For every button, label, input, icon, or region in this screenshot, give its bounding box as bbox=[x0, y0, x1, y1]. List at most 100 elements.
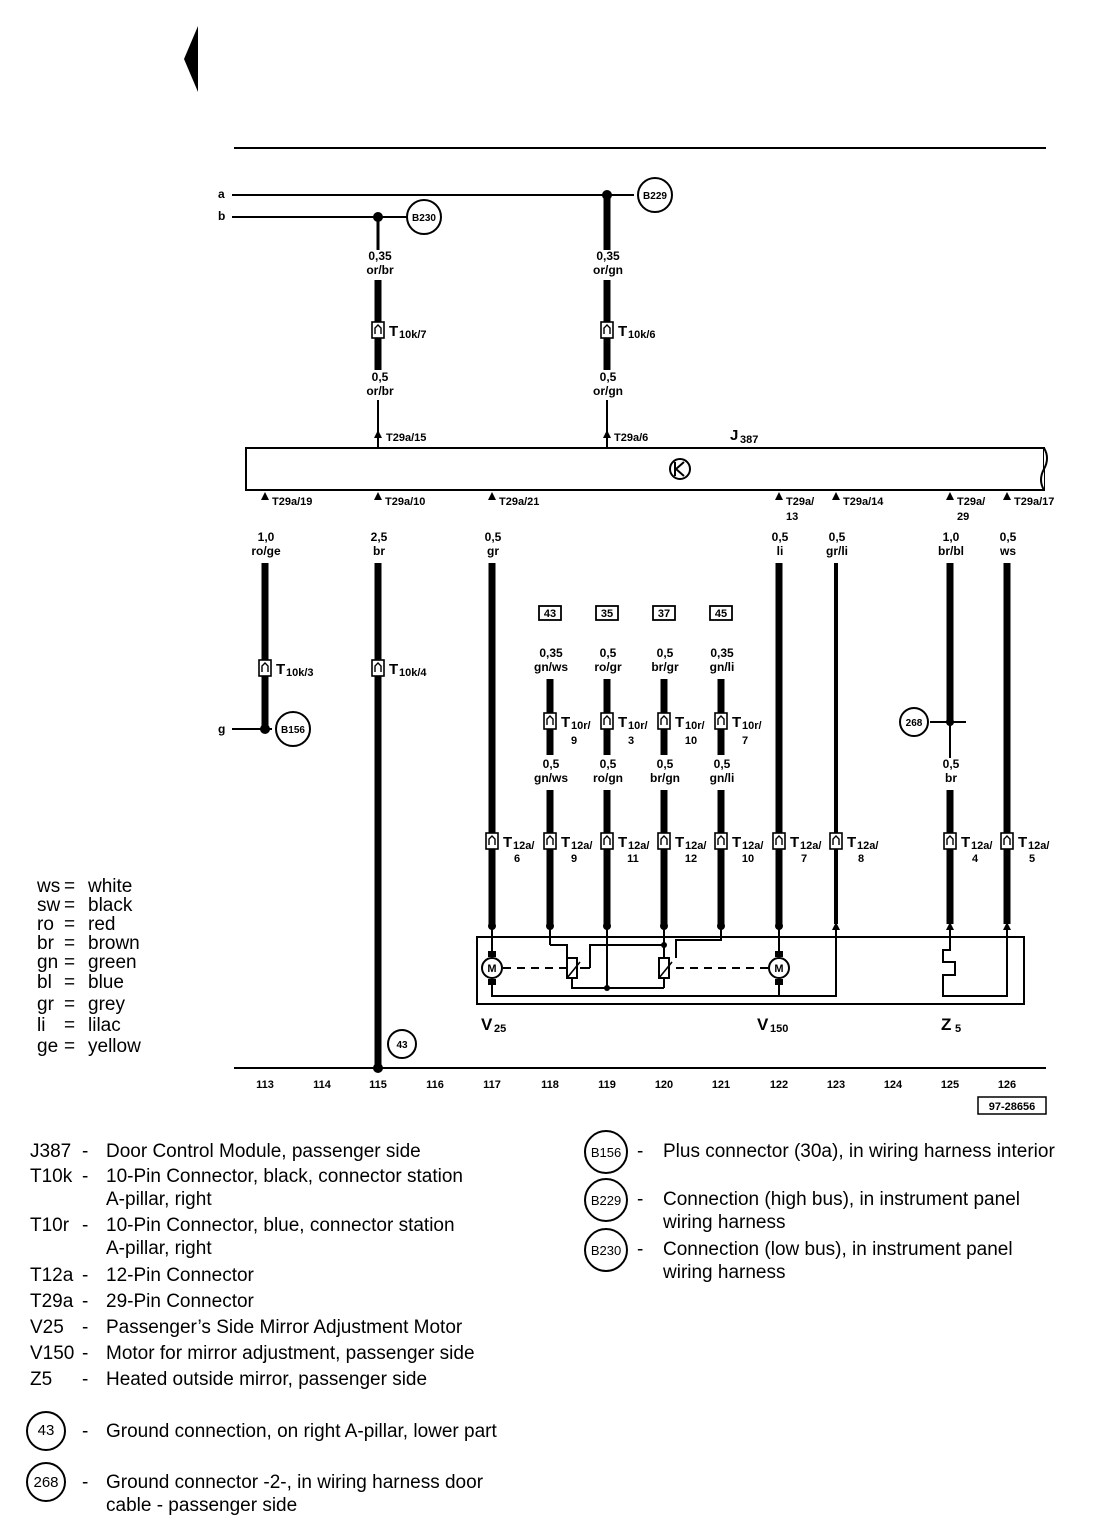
svg-text:268: 268 bbox=[906, 718, 923, 729]
control-unit-symbol-icon bbox=[669, 458, 691, 480]
svg-text:0,5: 0,5 bbox=[485, 530, 502, 544]
svg-text:116: 116 bbox=[426, 1079, 444, 1091]
svg-text:T10r: T10r bbox=[30, 1215, 70, 1236]
svg-text:0,35: 0,35 bbox=[710, 646, 734, 660]
svg-text:=: = bbox=[64, 914, 75, 935]
motor-v25-icon: M bbox=[481, 957, 503, 979]
ground-43 bbox=[387, 1029, 417, 1059]
svg-text:lilac: lilac bbox=[88, 1015, 121, 1036]
bus-label-a: a bbox=[218, 187, 225, 201]
wire-119: 35 0,5 ro/gr T 10r/ 3 0,5 ro/gn bbox=[593, 605, 648, 924]
svg-text:-: - bbox=[82, 1421, 88, 1442]
svg-text:12a/: 12a/ bbox=[971, 840, 992, 852]
svg-text:1,0: 1,0 bbox=[943, 530, 960, 544]
svg-text:10k/7: 10k/7 bbox=[399, 329, 427, 341]
svg-text:gn/li: gn/li bbox=[710, 660, 735, 674]
svg-text:12a/: 12a/ bbox=[571, 840, 592, 852]
svg-text:10r/: 10r/ bbox=[742, 720, 762, 732]
component-key-right: B156 - Plus connector (30a), in wiring h… bbox=[584, 1130, 1055, 1283]
svg-text:T29a/6: T29a/6 bbox=[614, 432, 648, 444]
svg-text:12a/: 12a/ bbox=[1028, 840, 1049, 852]
component-label-v25: V 25 bbox=[481, 1015, 506, 1035]
svg-text:A-pillar, right: A-pillar, right bbox=[106, 1238, 212, 1259]
wire-118: 43 0,35 gn/ws T 10r/ 9 0,5 gn/ws bbox=[534, 605, 591, 924]
svg-text:=: = bbox=[64, 876, 75, 897]
svg-text:T: T bbox=[389, 323, 398, 340]
svg-text:T: T bbox=[503, 834, 512, 851]
svg-text:13: 13 bbox=[786, 511, 798, 523]
drawing-number: 97-28656 bbox=[977, 1096, 1047, 1115]
svg-text:=: = bbox=[64, 1015, 75, 1036]
svg-text:or/gn: or/gn bbox=[593, 263, 623, 277]
svg-text:0,5: 0,5 bbox=[657, 757, 674, 771]
back-arrow-icon[interactable] bbox=[184, 26, 198, 92]
svg-text:=: = bbox=[64, 994, 75, 1015]
svg-text:B230: B230 bbox=[412, 213, 436, 224]
svg-text:6: 6 bbox=[514, 853, 520, 865]
svg-text:T: T bbox=[561, 714, 570, 731]
svg-text:Heated outside mirror, passeng: Heated outside mirror, passenger side bbox=[106, 1369, 427, 1390]
svg-text:5: 5 bbox=[1029, 853, 1035, 865]
upper-wire-or-br: 0,35 or/br T 10k/7 0,5 or/br T29a/15 bbox=[366, 217, 427, 447]
svg-text:119: 119 bbox=[598, 1079, 616, 1091]
svg-text:12a/: 12a/ bbox=[685, 840, 706, 852]
svg-text:121: 121 bbox=[712, 1079, 730, 1091]
svg-text:12: 12 bbox=[685, 853, 697, 865]
svg-text:43: 43 bbox=[544, 608, 556, 620]
svg-text:J: J bbox=[730, 427, 738, 444]
svg-text:yellow: yellow bbox=[88, 1036, 141, 1057]
svg-text:124: 124 bbox=[884, 1079, 903, 1091]
svg-text:0,5: 0,5 bbox=[829, 530, 846, 544]
svg-text:M: M bbox=[774, 963, 783, 975]
svg-text:Passenger’s Side Mirror Adjust: Passenger’s Side Mirror Adjustment Motor bbox=[106, 1317, 463, 1338]
svg-text:T: T bbox=[675, 834, 684, 851]
svg-text:115: 115 bbox=[369, 1079, 387, 1091]
svg-text:V: V bbox=[757, 1015, 769, 1034]
svg-text:br/gn: br/gn bbox=[650, 771, 680, 785]
svg-text:268: 268 bbox=[33, 1474, 58, 1491]
svg-text:li: li bbox=[37, 1015, 45, 1036]
component-key-left: J387-Door Control Module, passenger side… bbox=[30, 1141, 475, 1390]
svg-text:29: 29 bbox=[957, 511, 969, 523]
svg-text:0,35: 0,35 bbox=[539, 646, 563, 660]
svg-text:T: T bbox=[1018, 834, 1027, 851]
svg-text:gr: gr bbox=[487, 544, 499, 558]
svg-text:3: 3 bbox=[628, 735, 634, 747]
svg-text:12-Pin Connector: 12-Pin Connector bbox=[106, 1265, 255, 1286]
svg-text:gn/ws: gn/ws bbox=[534, 771, 568, 785]
svg-text:Connection (high bus), in inst: Connection (high bus), in instrument pan… bbox=[663, 1189, 1020, 1210]
svg-text:T: T bbox=[618, 714, 627, 731]
svg-text:T10k: T10k bbox=[30, 1166, 73, 1187]
svg-text:-: - bbox=[82, 1166, 88, 1187]
svg-text:grey: grey bbox=[88, 994, 125, 1015]
svg-text:br/gr: br/gr bbox=[651, 660, 679, 674]
svg-text:37: 37 bbox=[658, 608, 670, 620]
svg-text:97-28656: 97-28656 bbox=[989, 1101, 1036, 1113]
svg-text:5: 5 bbox=[955, 1023, 961, 1035]
svg-text:br/bl: br/bl bbox=[938, 544, 964, 558]
svg-text:0,5: 0,5 bbox=[543, 757, 560, 771]
svg-text:T29a/17: T29a/17 bbox=[1014, 496, 1054, 508]
svg-text:12a/: 12a/ bbox=[800, 840, 821, 852]
svg-text:wiring harness: wiring harness bbox=[662, 1212, 786, 1233]
svg-text:9: 9 bbox=[571, 853, 577, 865]
svg-text:T29a/10: T29a/10 bbox=[385, 496, 425, 508]
svg-text:0,5: 0,5 bbox=[714, 757, 731, 771]
svg-text:0,5: 0,5 bbox=[600, 646, 617, 660]
svg-text:123: 123 bbox=[827, 1079, 845, 1091]
svg-text:red: red bbox=[88, 914, 115, 935]
svg-text:blue: blue bbox=[88, 972, 124, 993]
svg-text:T: T bbox=[732, 714, 741, 731]
svg-text:or/br: or/br bbox=[366, 263, 394, 277]
svg-text:white: white bbox=[87, 876, 132, 897]
b230-connection: B230 bbox=[406, 199, 442, 235]
svg-text:bl: bl bbox=[37, 972, 52, 993]
wire-122: T29a/ 13 0,5 li bbox=[772, 492, 814, 924]
svg-text:10r/: 10r/ bbox=[628, 720, 648, 732]
svg-text:0,5: 0,5 bbox=[1000, 530, 1017, 544]
svg-text:T29a: T29a bbox=[30, 1291, 74, 1312]
svg-text:114: 114 bbox=[313, 1079, 332, 1091]
svg-text:113: 113 bbox=[256, 1079, 274, 1091]
svg-text:45: 45 bbox=[715, 608, 727, 620]
svg-text:cable - passenger side: cable - passenger side bbox=[106, 1495, 297, 1516]
